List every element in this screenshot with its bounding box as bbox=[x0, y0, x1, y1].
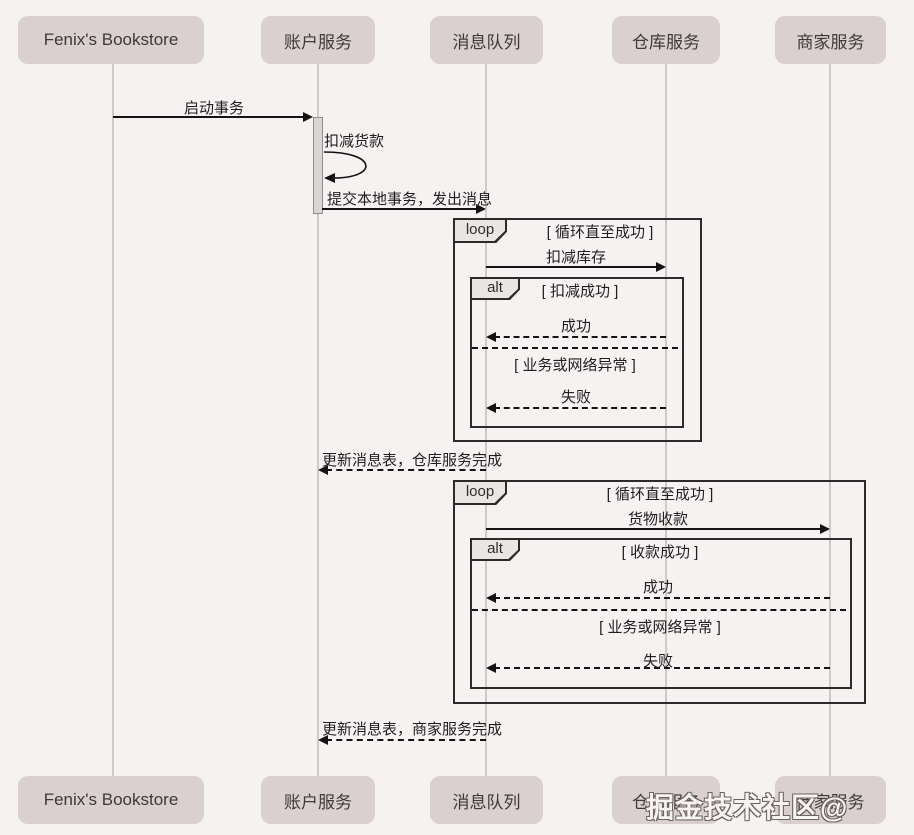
lifeline-merchant-service bbox=[829, 64, 831, 776]
self-message-arc-icon bbox=[323, 151, 367, 183]
arrowhead-right-icon bbox=[656, 262, 666, 272]
message-arrow-payment-success bbox=[486, 593, 830, 603]
arrowhead-left-icon bbox=[486, 663, 496, 673]
participant-queue-top: 消息队列 bbox=[430, 16, 543, 64]
arrow-line bbox=[326, 469, 486, 471]
lifeline-bookstore bbox=[112, 64, 114, 776]
arrow-line bbox=[322, 208, 478, 210]
arrow-line bbox=[113, 116, 305, 118]
message-arrow-start-transaction bbox=[113, 112, 313, 122]
message-arrow-deduct-stock bbox=[486, 262, 666, 272]
lifeline-warehouse-service bbox=[665, 64, 667, 776]
alt-operator-tab: alt bbox=[470, 277, 520, 300]
lifeline-message-queue bbox=[485, 64, 487, 776]
message-label-deduct-payment: 扣减货款 bbox=[324, 133, 385, 150]
arrow-line bbox=[494, 597, 830, 599]
message-arrow-stock-success bbox=[486, 332, 666, 342]
message-label-stock-success: 成功 bbox=[560, 318, 591, 335]
message-arrow-collect-payment bbox=[486, 524, 830, 534]
participant-queue-bottom: 消息队列 bbox=[430, 776, 543, 824]
participant-account-top: 账户服务 bbox=[261, 16, 375, 64]
lifeline-account-service bbox=[317, 64, 319, 776]
loop-operator-label: loop bbox=[455, 482, 505, 503]
alt-operator-tab: alt bbox=[470, 538, 520, 561]
participant-merchant-bottom: 商家服务 bbox=[775, 776, 886, 824]
loop-operator-label: loop bbox=[455, 220, 505, 241]
alt1-else-guard: [ 业务或网络异常 ] bbox=[514, 357, 636, 374]
message-arrow-commit-local-tx bbox=[322, 204, 486, 214]
participant-bookstore-top: Fenix's Bookstore bbox=[18, 16, 204, 64]
arrowhead-left-icon bbox=[486, 332, 496, 342]
arrow-line bbox=[326, 739, 486, 741]
loop-operator-tab: loop bbox=[453, 218, 507, 243]
arrow-line bbox=[486, 528, 822, 530]
message-label-payment-success: 成功 bbox=[642, 579, 673, 596]
participant-bookstore-bottom: Fenix's Bookstore bbox=[18, 776, 204, 824]
arrow-line bbox=[494, 336, 666, 338]
participant-account-bottom: 账户服务 bbox=[261, 776, 375, 824]
arrowhead-left-icon bbox=[318, 735, 328, 745]
arrow-line bbox=[494, 667, 830, 669]
arrow-line bbox=[486, 266, 658, 268]
alt2-else-guard: [ 业务或网络异常 ] bbox=[599, 619, 721, 636]
alt2-divider bbox=[472, 609, 846, 611]
arrow-line bbox=[494, 407, 666, 409]
loop-fragment-merchant bbox=[453, 480, 866, 704]
participant-merchant-top: 商家服务 bbox=[775, 16, 886, 64]
arrowhead-left-icon bbox=[318, 465, 328, 475]
message-label-payment-fail: 失败 bbox=[642, 653, 673, 670]
juejin-watermark: 掘金技术社区@ bbox=[646, 792, 849, 823]
message-arrow-payment-fail bbox=[486, 663, 830, 673]
alt-operator-label: alt bbox=[472, 540, 518, 559]
message-label-deduct-stock: 扣减库存 bbox=[545, 249, 606, 266]
message-label-start-transaction: 启动事务 bbox=[183, 100, 244, 117]
alt-fragment-stock bbox=[470, 277, 684, 428]
alt2-guard: [ 收款成功 ] bbox=[621, 544, 699, 561]
message-arrow-warehouse-done bbox=[318, 465, 486, 475]
loop1-guard: [ 循环直至成功 ] bbox=[546, 224, 654, 241]
alt-operator-label: alt bbox=[472, 279, 518, 298]
alt-fragment-payment bbox=[470, 538, 852, 689]
message-label-commit-local-tx: 提交本地事务，发出消息 bbox=[327, 191, 493, 208]
message-label-stock-fail: 失败 bbox=[560, 389, 591, 406]
loop2-guard: [ 循环直至成功 ] bbox=[606, 486, 714, 503]
arrowhead-left-icon bbox=[486, 593, 496, 603]
arrowhead-right-icon bbox=[303, 112, 313, 122]
loop-fragment-warehouse bbox=[453, 218, 702, 442]
activation-bar-account bbox=[313, 117, 323, 214]
participant-warehouse-bottom: 仓库服务 bbox=[612, 776, 720, 824]
participant-warehouse-top: 仓库服务 bbox=[612, 16, 720, 64]
loop-operator-tab: loop bbox=[453, 480, 507, 505]
alt1-divider bbox=[472, 347, 678, 349]
message-arrow-stock-fail bbox=[486, 403, 666, 413]
arrowhead-right-icon bbox=[820, 524, 830, 534]
message-arrow-merchant-done bbox=[318, 735, 486, 745]
message-label-warehouse-done: 更新消息表，仓库服务完成 bbox=[322, 452, 503, 469]
alt1-guard: [ 扣减成功 ] bbox=[541, 283, 619, 300]
arrowhead-right-icon bbox=[476, 204, 486, 214]
message-label-merchant-done: 更新消息表，商家服务完成 bbox=[322, 721, 503, 738]
message-label-collect-payment: 货物收款 bbox=[627, 511, 688, 528]
arrowhead-left-icon bbox=[486, 403, 496, 413]
